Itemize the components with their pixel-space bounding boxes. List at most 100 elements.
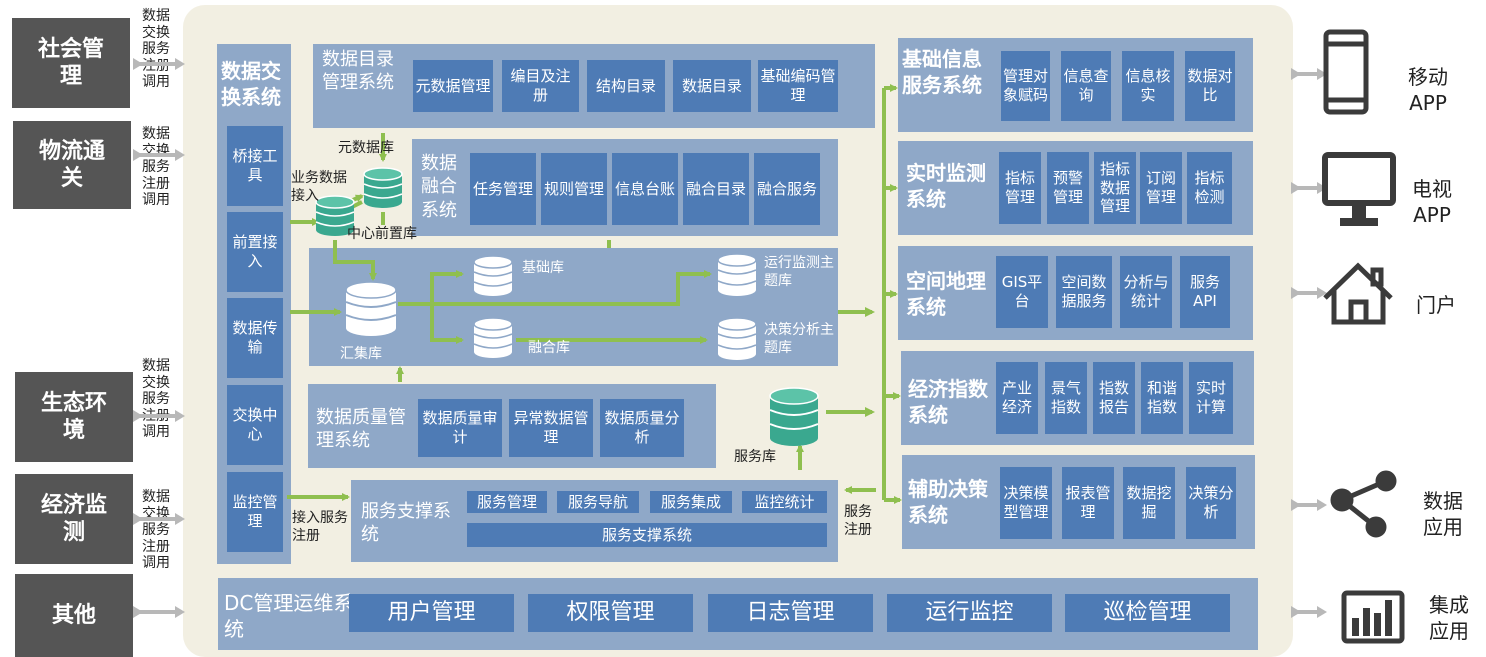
share-icon: [1330, 470, 1397, 538]
db-cylinder-front: [315, 195, 355, 236]
bar-chart-icon: [1341, 590, 1405, 644]
right-system-item[interactable]: 和谐指数: [1141, 362, 1183, 434]
support-title: 服务支撑系统: [361, 501, 451, 546]
quality-item[interactable]: 异常数据管理: [509, 399, 593, 457]
fusion-item[interactable]: 融合服务: [754, 153, 820, 225]
ext-label: 经济监测: [40, 492, 107, 546]
catalog-item[interactable]: 数据目录: [673, 60, 751, 112]
db-cylinder-fusion: [473, 317, 513, 358]
db-label-service: 服务库: [734, 449, 776, 465]
ext-label: 物流通关: [38, 138, 105, 192]
ext-economic-monitoring[interactable]: 经济监测: [15, 474, 133, 564]
db-label-meta: 元数据库: [338, 140, 394, 156]
right-system-item[interactable]: 空间数据服务: [1056, 256, 1112, 328]
quality-item[interactable]: 数据质量审计: [418, 399, 502, 457]
quality-title: 数据质量管理系统: [316, 407, 406, 452]
dc-item[interactable]: 日志管理: [708, 594, 873, 632]
ext-link-arrows: [133, 58, 1327, 618]
right-system-item[interactable]: 指标数据管理: [1094, 152, 1136, 224]
ext-note: 数据交换服务注册调用: [142, 358, 170, 441]
label-service-register: 服务注册: [844, 504, 872, 538]
ext-social-management[interactable]: 社会管理: [12, 18, 130, 108]
right-system-item[interactable]: 数据对比: [1185, 51, 1235, 121]
right-system-item[interactable]: 订阅管理: [1140, 152, 1182, 224]
db-cylinder-decision: [717, 317, 757, 360]
db-cylinder-meta: [363, 167, 403, 208]
exchange-item-monitor[interactable]: 监控管理: [227, 472, 283, 552]
db-cylinder-service: [769, 387, 819, 446]
exchange-title: 数据交换系统: [221, 59, 281, 109]
right-system-item[interactable]: 决策分析: [1186, 467, 1236, 539]
quality-item[interactable]: 数据质量分析: [600, 399, 684, 457]
catalog-item[interactable]: 编目及注册: [502, 60, 579, 112]
right-system-item[interactable]: 实时计算: [1189, 362, 1233, 434]
support-item[interactable]: 监控统计: [742, 491, 827, 513]
label-access-register: 接入服务注册: [292, 510, 348, 544]
dc-item[interactable]: 运行监控: [887, 594, 1052, 632]
catalog-title: 数据目录管理系统: [322, 49, 394, 94]
ext-label: 其他: [51, 602, 96, 628]
right-system-item[interactable]: 分析与统计: [1120, 256, 1172, 328]
ext-right-label-data-app[interactable]: 数据应用: [1423, 489, 1463, 539]
right-system-item[interactable]: 预警管理: [1047, 152, 1089, 224]
house-icon: [1323, 262, 1393, 325]
ext-other[interactable]: 其他: [15, 574, 133, 657]
right-system-item[interactable]: 指标管理: [999, 152, 1041, 224]
support-bar[interactable]: 服务支撑系统: [467, 523, 827, 547]
right-system-title: 实时监测系统: [906, 161, 986, 211]
right-system-title: 基础信息服务系统: [902, 47, 982, 97]
exchange-item-transfer[interactable]: 数据传输: [227, 298, 283, 378]
ext-right-label-mobile[interactable]: 移动APP: [1408, 65, 1448, 115]
right-system-title: 辅助决策系统: [908, 477, 988, 527]
right-system-title: 空间地理系统: [906, 269, 986, 319]
right-system-title: 经济指数系统: [908, 377, 988, 427]
ext-label: 社会管理: [37, 36, 104, 90]
dc-item[interactable]: 权限管理: [528, 594, 693, 632]
support-item[interactable]: 服务导航: [557, 491, 639, 513]
flow-arrow: [430, 304, 464, 344]
db-label-business-access: 业务数据接入: [291, 170, 347, 204]
right-system-item[interactable]: 决策模型管理: [1000, 467, 1052, 539]
right-system-item[interactable]: 产业经济: [996, 362, 1038, 434]
flow-arrow: [430, 270, 464, 304]
right-system-item[interactable]: 管理对象赋码: [1001, 51, 1050, 121]
dc-item[interactable]: 巡检管理: [1065, 594, 1230, 632]
ext-logistics[interactable]: 物流通关: [13, 121, 131, 209]
right-system-item[interactable]: GIS平台: [996, 256, 1048, 328]
fusion-item[interactable]: 规则管理: [541, 153, 607, 225]
right-system-item[interactable]: 信息核实: [1122, 51, 1174, 121]
ext-right-label-integration[interactable]: 集成应用: [1429, 593, 1469, 643]
db-label-collect: 汇集库: [340, 346, 382, 362]
catalog-item[interactable]: 基础编码管理: [758, 60, 838, 112]
exchange-item-center[interactable]: 交换中心: [227, 385, 283, 465]
catalog-item[interactable]: 结构目录: [587, 60, 665, 112]
fusion-item[interactable]: 任务管理: [470, 153, 536, 225]
right-system-item[interactable]: 服务API: [1180, 256, 1230, 328]
exchange-item-bridge[interactable]: 桥接工具: [227, 126, 283, 206]
right-system-item[interactable]: 信息查询: [1061, 51, 1111, 121]
catalog-item[interactable]: 元数据管理: [413, 60, 493, 112]
ext-label: 生态环境: [40, 390, 107, 444]
support-item[interactable]: 服务管理: [467, 491, 547, 513]
right-system-item[interactable]: 数据挖掘: [1123, 467, 1175, 539]
ext-right-label-tv[interactable]: 电视APP: [1412, 177, 1452, 227]
ext-ecology[interactable]: 生态环境: [15, 372, 133, 462]
db-cylinder-base: [473, 255, 513, 296]
exchange-item-front-access[interactable]: 前置接入: [227, 212, 283, 292]
flow-arrows: [287, 84, 902, 504]
right-system-item[interactable]: 景气指数: [1045, 362, 1087, 434]
fusion-title: 数据融合系统: [421, 153, 457, 221]
db-label-center-front: 中心前置库: [347, 226, 417, 242]
flow-arrow: [432, 270, 712, 306]
dc-item[interactable]: 用户管理: [349, 594, 514, 632]
right-system-item[interactable]: 指数报告: [1093, 362, 1135, 434]
right-system-item[interactable]: 报表管理: [1062, 467, 1114, 539]
db-cylinder-collect: [345, 281, 397, 336]
support-item[interactable]: 服务集成: [650, 491, 732, 513]
db-label-decision: 决策分析主题库: [764, 322, 834, 356]
fusion-item[interactable]: 融合目录: [683, 153, 749, 225]
fusion-item[interactable]: 信息台账: [612, 153, 678, 225]
right-system-item[interactable]: 指标检测: [1187, 152, 1232, 224]
ext-right-label-portal[interactable]: 门户: [1416, 293, 1456, 317]
